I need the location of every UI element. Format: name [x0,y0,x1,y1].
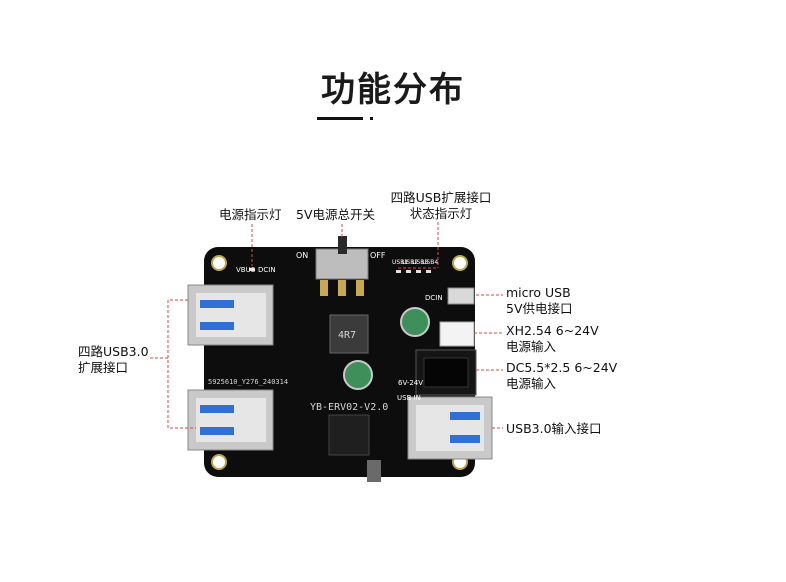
label-dc55-line1: DC5.5*2.5 6~24V [506,360,618,375]
label-usb-status-led-line2: 状态指示灯 [409,206,473,221]
usb3-input-port [407,396,493,460]
label-power-led: 电源指示灯 [219,207,282,222]
label-xh254-line2: 电源输入 [506,339,557,354]
silk-off: OFF [370,251,386,260]
silk-serial: 5925610_Y276_240314 [208,378,288,386]
leader-lines [150,222,503,429]
capacitor [343,360,373,390]
label-micro-usb-line1: micro USB [506,285,571,300]
silk-usb-in: USB IN [397,394,421,402]
xh254-connector [439,321,475,347]
label-xh254-line1: XH2.54 6~24V [506,323,599,338]
silk-usb3: USB3 [412,259,428,266]
mounting-hole [211,454,227,470]
usb3-expand-port-top [187,284,274,346]
silk-voltage: 6V-24V [398,379,423,387]
usb-status-led [416,270,421,273]
power-led [249,268,255,271]
silk-dcin-right: DCIN [425,294,443,302]
label-main-switch: 5V电源总开关 [296,207,376,222]
silk-usb4: USB4 [422,259,438,266]
silk-model: YB-ERV02-V2.0 [310,402,388,413]
title-underline [317,117,363,120]
silk-inductor: 4R7 [338,330,356,341]
label-usb3-expand-line1: 四路USB3.0 [78,344,149,359]
micro-usb-port [447,287,475,305]
capacitor [400,307,430,337]
silk-on: ON [296,251,308,260]
usb-status-led [406,270,411,273]
silk-usb1: USB1 [392,259,408,266]
page-title: 功能分布 [321,70,465,110]
label-usb3-input: USB3.0输入接口 [506,421,602,436]
mounting-hole [211,255,227,271]
inductor [329,314,369,354]
label-micro-usb-line2: 5V供电接口 [506,301,573,316]
silk-usb2: USB2 [402,259,418,266]
hub-chip [328,414,370,456]
label-usb3-expand-line2: 扩展接口 [78,360,129,375]
label-usb-status-led-line1: 四路USB扩展接口 [390,190,492,205]
silk-dcin: DCIN [258,266,276,274]
push-button [367,460,381,482]
usb-status-led [426,270,431,273]
title-underline-dot [370,117,373,120]
label-dc55-line2: 电源输入 [506,376,557,391]
usb3-expand-port-bottom [187,389,274,451]
silk-vbus: VBUS [236,266,256,274]
mounting-hole [452,255,468,271]
usb-status-led [396,270,401,273]
